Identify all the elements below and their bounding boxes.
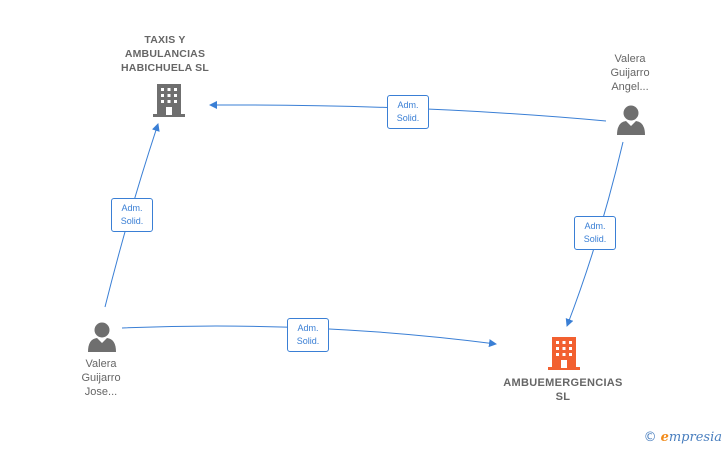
person-icon[interactable] [88,322,116,353]
brand-watermark: ©empresia [644,430,722,445]
edge-label-angel-ambu: Adm. Solid. [574,216,616,250]
person-label-angel[interactable]: Valera Guijarro Angel... [610,53,650,93]
company-label-taxis[interactable]: TAXIS Y AMBULANCIAS HABICHUELA SL [121,34,209,74]
brand-name: mpresia [668,430,722,445]
person-icon[interactable] [617,105,645,136]
brand-initial: e [660,430,669,445]
building-icon[interactable] [153,84,185,117]
edge-label-angel-taxis: Adm. Solid. [387,95,429,129]
edge-label-jose-taxis: Adm. Solid. [111,198,153,232]
building-icon[interactable] [548,337,580,370]
copyright-icon: © [643,430,657,445]
person-label-jose[interactable]: Valera Guijarro Jose... [81,358,121,398]
edge-label-jose-ambu: Adm. Solid. [287,318,329,352]
company-label-ambuemergencias[interactable]: AMBUEMERGENCIAS SL [503,377,623,403]
